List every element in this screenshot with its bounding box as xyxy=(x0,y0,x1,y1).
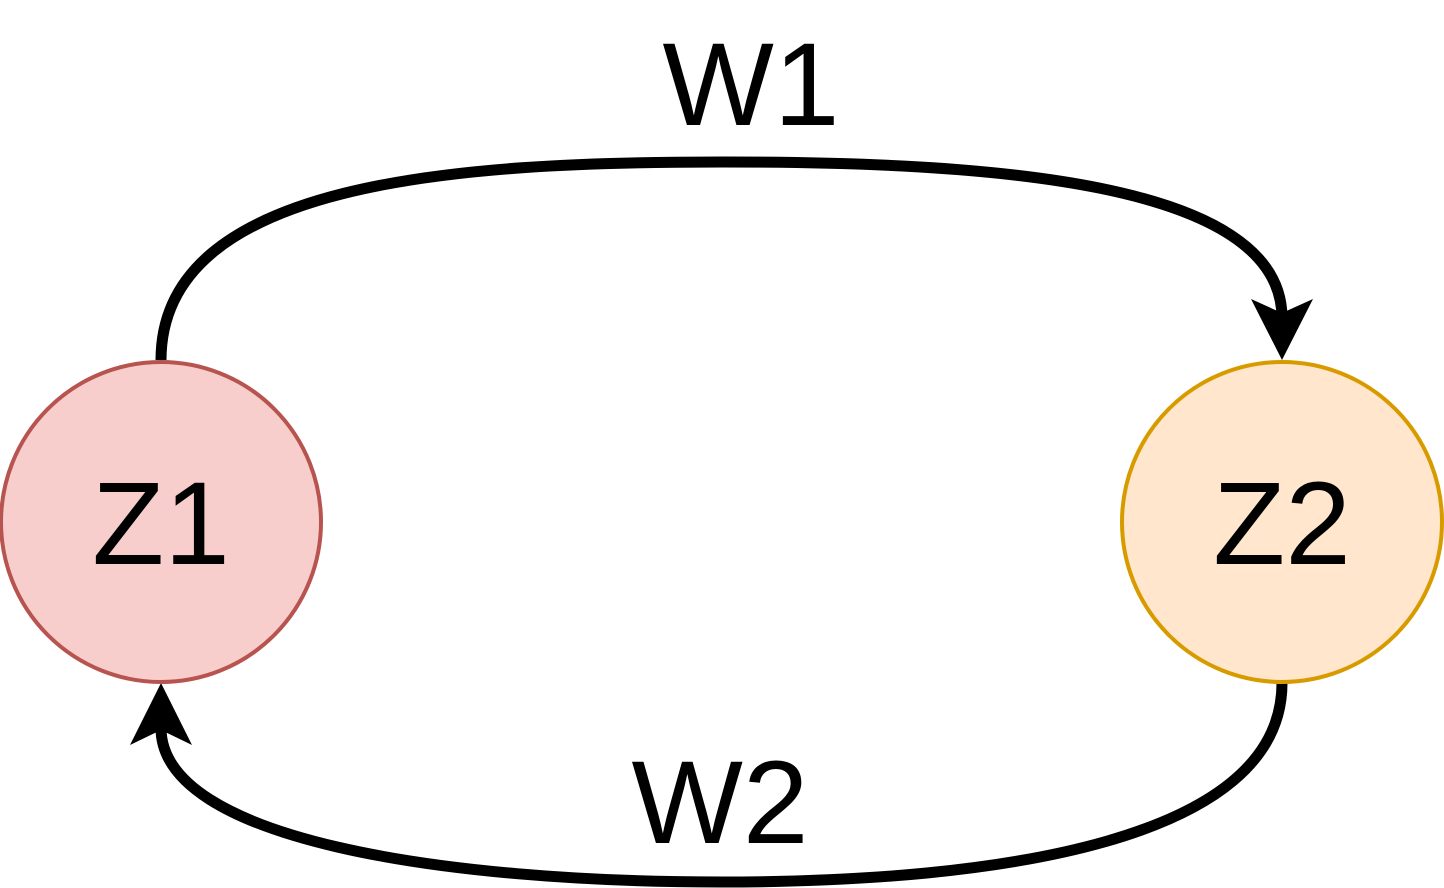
node-z1-circle xyxy=(0,360,323,684)
edge-w2-line xyxy=(155,682,1288,888)
edge-w1-line xyxy=(155,156,1288,361)
node-z2: Z2 xyxy=(1120,360,1444,684)
edge-w1: W1 xyxy=(155,19,1313,361)
edge-w2: W2 xyxy=(130,682,1288,888)
edge-w2-label: W2 xyxy=(632,737,809,869)
edge-w2-arrowhead xyxy=(130,683,192,745)
edge-w1-label: W1 xyxy=(663,19,840,151)
node-z2-label: Z2 xyxy=(1213,458,1351,590)
node-z1: Z1 xyxy=(0,360,323,684)
node-z1-label: Z1 xyxy=(92,458,230,590)
edge-w1-arrowhead xyxy=(1251,299,1313,360)
node-z2-circle xyxy=(1120,360,1444,684)
